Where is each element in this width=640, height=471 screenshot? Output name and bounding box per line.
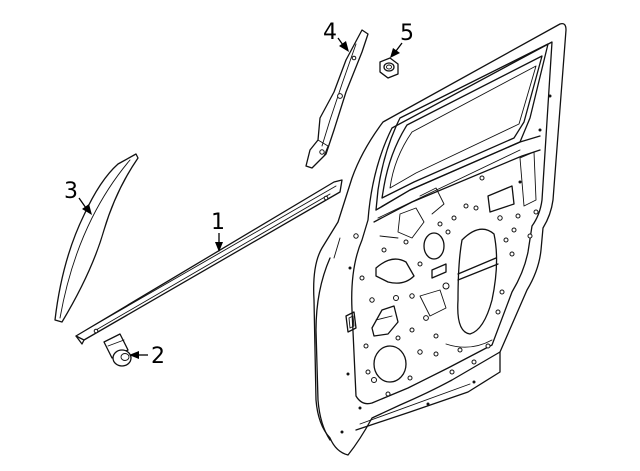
door-holes	[340, 94, 552, 434]
callout-4: 4	[323, 20, 349, 52]
callout-2: 2	[129, 344, 165, 369]
callout-3: 3	[64, 179, 92, 215]
callout-3-label: 3	[64, 179, 78, 204]
hex-nut	[379, 57, 399, 79]
callout-5: 5	[390, 21, 414, 58]
callout-1: 1	[211, 210, 225, 252]
callout-2-label: 2	[151, 344, 165, 369]
callout-5-label: 5	[400, 21, 414, 46]
clip-fastener	[103, 333, 132, 367]
belt-molding	[75, 179, 343, 345]
callout-4-label: 4	[323, 20, 337, 45]
channel-bracket	[305, 29, 369, 169]
pillar-applique	[54, 153, 139, 323]
door-shell	[313, 22, 567, 456]
callout-1-label: 1	[211, 210, 225, 235]
